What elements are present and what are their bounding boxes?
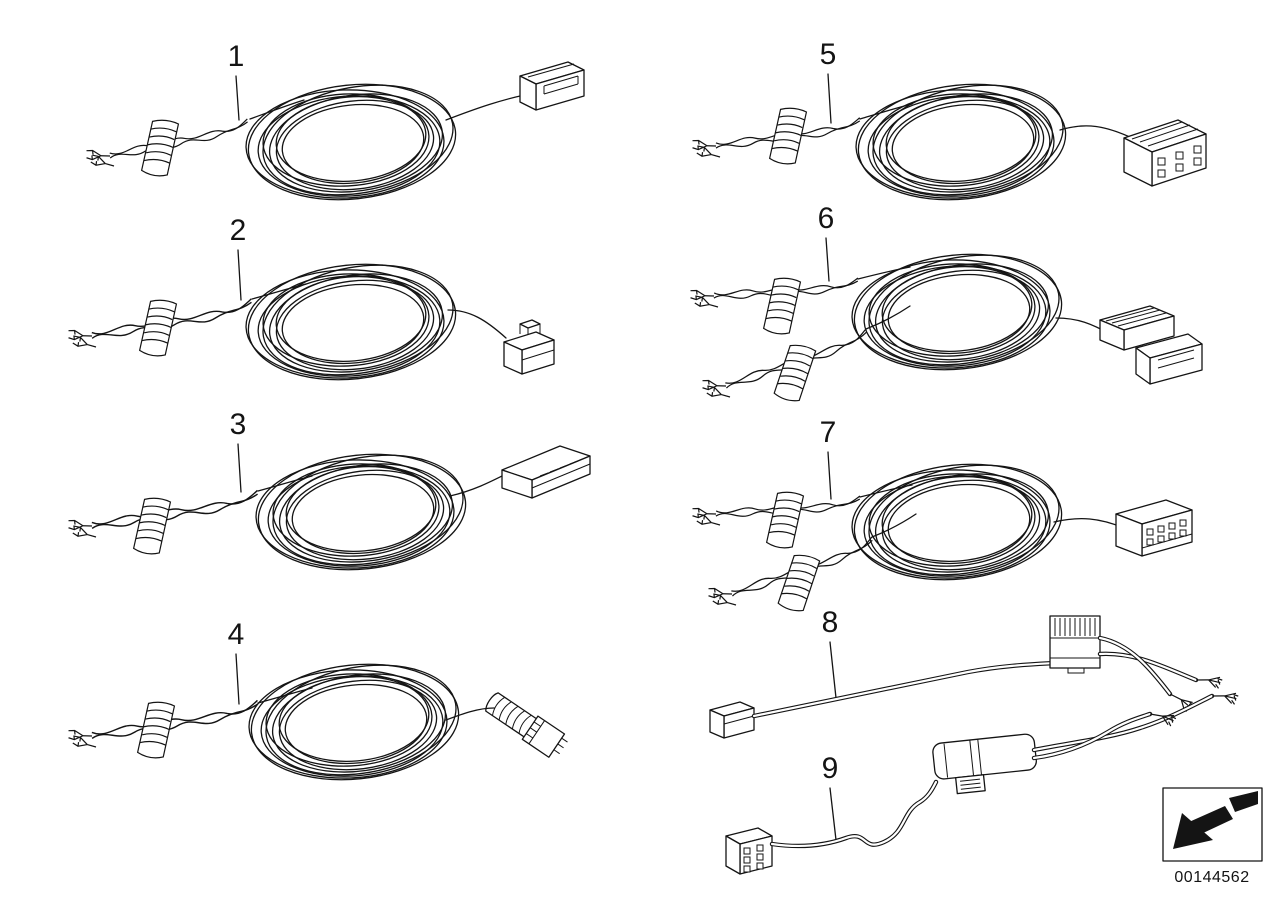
cable-coil xyxy=(241,250,463,391)
corrugated-sleeve xyxy=(138,297,178,359)
connector-detail xyxy=(1157,349,1195,369)
connector-7 xyxy=(1115,499,1193,557)
item-number-3: 3 xyxy=(230,408,247,441)
connector-4-bellows xyxy=(485,692,568,758)
leader-line xyxy=(829,641,837,699)
leader-line xyxy=(235,75,240,121)
item-number-2: 2 xyxy=(230,214,247,247)
inline-device xyxy=(1049,615,1101,674)
connector-8-plug xyxy=(709,701,755,739)
twisted-wire xyxy=(90,489,260,530)
cable xyxy=(751,659,1073,719)
leader-line xyxy=(237,443,242,493)
harness-3: 3 xyxy=(66,408,591,581)
part-number: 00144562 xyxy=(1174,869,1249,886)
cable xyxy=(857,266,911,280)
leader-line xyxy=(827,73,832,124)
corrugated-sleeve xyxy=(140,117,180,179)
wire-end-terminals xyxy=(688,289,732,404)
harness-6: 6 xyxy=(688,202,1203,405)
harness-8: 8 xyxy=(709,606,1224,739)
harness-9: 9 xyxy=(725,685,1240,875)
connector-pins xyxy=(1141,519,1193,549)
cable-coil xyxy=(244,650,466,791)
connector-6 xyxy=(1099,305,1203,385)
item-number-4: 4 xyxy=(228,618,245,651)
cable-coil xyxy=(847,240,1069,381)
corrugated-sleeve xyxy=(762,275,802,337)
cable xyxy=(447,309,507,339)
item-number-5: 5 xyxy=(820,38,837,71)
output-wires xyxy=(1031,685,1240,761)
connector-9-plug xyxy=(725,827,773,875)
leader-line xyxy=(237,249,242,301)
connector-detail xyxy=(527,63,579,95)
cable xyxy=(865,305,911,330)
harness-5: 5 xyxy=(690,38,1207,211)
item-number-9: 9 xyxy=(822,752,839,785)
wire-end-terminals xyxy=(690,507,738,612)
corrugated-sleeve xyxy=(765,489,805,551)
direction-arrow-icon xyxy=(1162,787,1263,862)
cable-coil xyxy=(241,70,463,211)
harness-7: 7 xyxy=(690,416,1193,615)
inline-device xyxy=(932,733,1037,795)
corrugated-sleeve xyxy=(776,551,821,615)
bellows-ribs xyxy=(491,696,532,734)
connector-hatch xyxy=(1131,121,1199,147)
device-ribs xyxy=(1050,618,1100,659)
item-number-8: 8 xyxy=(822,606,839,639)
connector-1 xyxy=(519,61,585,111)
corrugated-sleeve xyxy=(136,699,176,761)
harness-2: 2 xyxy=(66,214,555,391)
item-number-7: 7 xyxy=(820,416,837,449)
connector-detail xyxy=(723,715,755,725)
harness-1: 1 xyxy=(84,40,585,211)
device-clip xyxy=(959,778,981,790)
corrugated-sleeve xyxy=(132,495,172,557)
connector-3 xyxy=(501,445,591,499)
output-wires xyxy=(1097,635,1224,713)
cable xyxy=(1053,518,1125,529)
leader-line xyxy=(825,237,830,282)
cable xyxy=(769,779,939,849)
connector-pins xyxy=(1157,145,1202,178)
cable-coil xyxy=(847,450,1069,591)
leader-line xyxy=(827,451,832,500)
cable-coil xyxy=(251,440,473,581)
leader-line xyxy=(829,787,837,841)
device-tab xyxy=(1067,668,1085,674)
connector-5 xyxy=(1123,119,1207,187)
harness-4: 4 xyxy=(66,618,568,791)
cable xyxy=(1059,125,1133,139)
cable xyxy=(249,99,305,120)
connector-pins xyxy=(743,844,764,873)
item-number-1: 1 xyxy=(228,40,245,73)
corrugated-sleeve xyxy=(772,341,817,405)
connector-2 xyxy=(503,319,555,375)
cable-coil xyxy=(851,70,1073,211)
leader-line xyxy=(235,653,240,705)
connector-pins xyxy=(531,460,591,489)
connector-detail xyxy=(521,349,555,361)
connector-hatch xyxy=(1105,307,1167,327)
item-number-6: 6 xyxy=(818,202,835,235)
device-detail xyxy=(943,739,983,778)
connector-detail xyxy=(525,720,568,755)
corrugated-sleeve xyxy=(768,105,808,167)
cable xyxy=(445,707,495,721)
